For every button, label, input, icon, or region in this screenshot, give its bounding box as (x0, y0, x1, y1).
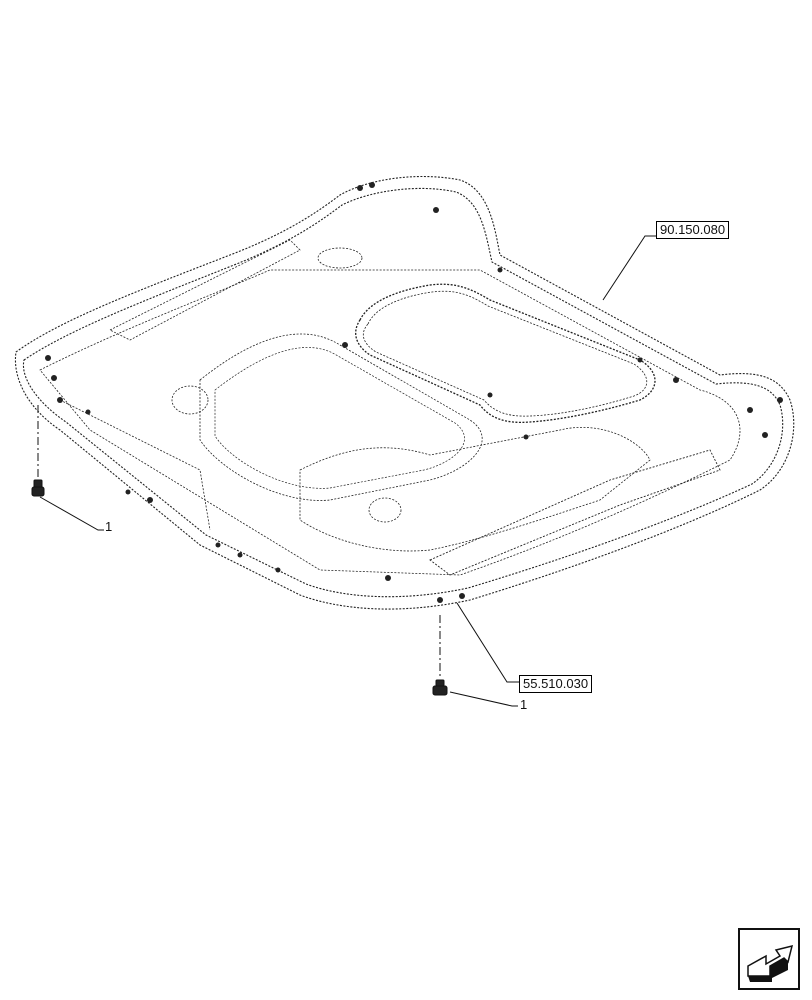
reference-55-510-030[interactable]: 55.510.030 (519, 675, 593, 693)
callout-item-1-bottom: 1 (520, 697, 528, 712)
next-page-arrow-icon[interactable] (738, 928, 800, 990)
reference-90-150-080[interactable]: 90.150.080 (656, 221, 730, 239)
callout-item-1-left: 1 (105, 519, 113, 534)
arrow-3d-icon (747, 944, 794, 982)
